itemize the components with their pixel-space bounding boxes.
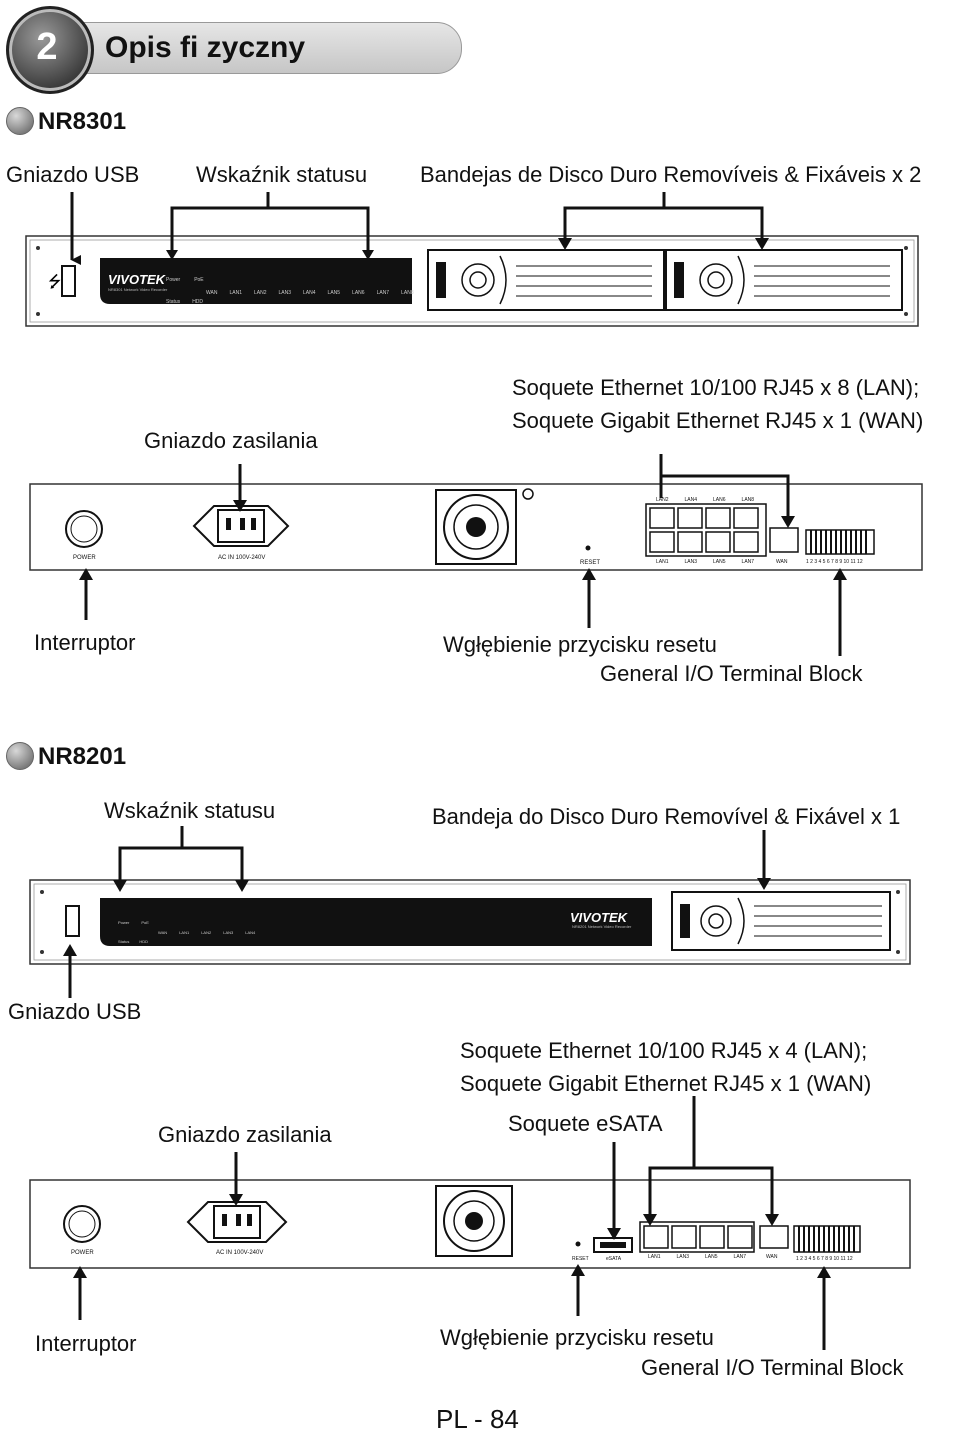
device-caption-nr8301: NR8301 Network Video Recorder: [108, 287, 168, 292]
io-terminal-block: [805, 529, 875, 555]
wan-text: WAN: [776, 559, 788, 565]
ethernet-label-line2-nr8201: Soquete Gigabit Ethernet RJ45 x 1 (WAN): [460, 1071, 872, 1096]
reset-text-nr8201: RESET: [572, 1256, 589, 1262]
status-led-panel: [100, 258, 412, 304]
rj45-wan-port: [769, 527, 799, 553]
section-bullet-icon: [6, 107, 34, 135]
led-bottom-labels-nr8201: Status HDD: [118, 939, 149, 944]
usb-port-label: Gniazdo USB: [6, 162, 140, 187]
lan-bottom-labels: LAN1 LAN3 LAN5 LAN7: [656, 559, 755, 565]
led-top-labels-nr8301: Power PoE: [166, 277, 204, 283]
usb-port-label-nr8201: Gniazdo USB: [8, 999, 142, 1024]
power-text-nr8201: POWER: [71, 1250, 94, 1256]
model-title-nr8301: NR8301: [38, 108, 127, 135]
esata-text: eSATA: [606, 1256, 622, 1262]
reset-button-label-nr8201: Wgłębienie przycisku resetu: [440, 1325, 714, 1350]
ac-in-text-nr8201: AC IN 100V-240V: [216, 1250, 264, 1256]
ac-in-text: AC IN 100V-240V: [218, 555, 266, 561]
chapter-number: 2: [36, 26, 58, 68]
power-switch-label: Interruptor: [34, 630, 136, 655]
chapter-title: Opis fi zyczny: [105, 31, 306, 64]
brand-logo-nr8201: VIVOTEK: [570, 910, 628, 925]
fan-icon: [435, 489, 517, 565]
wan-text-nr8201: WAN: [766, 1254, 778, 1260]
led-bottom-labels-nr8301: Status HDD: [166, 299, 204, 305]
reset-text: RESET: [580, 560, 601, 566]
model-title-nr8201: NR8201: [38, 743, 127, 770]
svg-text:⭍: ⭍: [48, 272, 61, 291]
fan-icon-nr8201: [435, 1185, 513, 1257]
led-top-labels-nr8201: Power PoE: [118, 920, 149, 925]
io-numbers: 1 2 3 4 5 6 7 8 9 10 11 12: [806, 559, 863, 565]
power-switch-label-nr8201: Interruptor: [35, 1331, 137, 1356]
ethernet-label-line1: Soquete Ethernet 10/100 RJ45 x 8 (LAN);: [512, 375, 920, 400]
power-text: POWER: [73, 555, 96, 561]
lan-top-labels: LAN2 LAN4 LAN6 LAN8: [656, 497, 755, 503]
reset-button-label: Wgłębienie przycisku resetu: [443, 632, 717, 657]
rj45-lan-block-nr8201: [639, 1221, 755, 1253]
usb-port-icon-nr8201: [65, 905, 80, 937]
ethernet-label-line1-nr8201: Soquete Ethernet 10/100 RJ45 x 4 (LAN);: [460, 1038, 868, 1063]
status-led-panel-nr8201: [100, 898, 652, 946]
device-caption-nr8201: NR8201 Network Video Recorder: [572, 924, 632, 929]
reset-hole-icon-nr8201: [575, 1241, 581, 1247]
io-terminal-block-nr8201: [793, 1225, 861, 1253]
ethernet-label-line2: Soquete Gigabit Ethernet RJ45 x 1 (WAN): [512, 408, 924, 433]
hdd-tray-label-nr8201: Bandeja do Disco Duro Removível & Fixáve…: [432, 804, 901, 829]
page-number: PL - 84: [436, 1404, 519, 1434]
io-numbers-nr8201: 1 2 3 4 5 6 7 8 9 10 11 12: [796, 1256, 853, 1262]
power-socket-label: Gniazdo zasilania: [144, 428, 318, 453]
chapter-number-badge: [6, 6, 94, 94]
brand-logo-nr8301: VIVOTEK: [108, 272, 166, 287]
io-terminal-label: General I/O Terminal Block: [600, 661, 863, 686]
reset-hole-icon: [585, 545, 591, 551]
status-indicator-label-nr8201: Wskaźnik statusu: [104, 798, 276, 823]
power-socket-label-nr8201: Gniazdo zasilania: [158, 1122, 332, 1147]
esata-socket-label: Soquete eSATA: [508, 1111, 663, 1136]
hdd-tray-nr8201: [671, 891, 891, 951]
rj45-wan-port-nr8201: [759, 1225, 789, 1249]
rj45-lan-block: [645, 503, 767, 557]
led-port-labels-nr8201: WAN LAN1 LAN2 LAN3 LAN4: [158, 930, 256, 935]
led-port-labels-nr8301: WAN LAN1 LAN2 LAN3 LAN4 LAN5 LAN6 LAN7 L…: [206, 290, 414, 296]
section-bullet-icon-nr8201: [6, 742, 34, 770]
io-terminal-label-nr8201: General I/O Terminal Block: [641, 1355, 904, 1380]
usb-port-icon: [61, 265, 76, 297]
hdd-tray-2: [665, 249, 903, 311]
hdd-tray-1: [427, 249, 665, 311]
chapter-header-bar: [40, 22, 462, 74]
lan-bottom-labels-nr8201: LAN1 LAN3 LAN5 LAN7: [648, 1254, 747, 1260]
status-indicator-label: Wskaźnik statusu: [196, 162, 368, 187]
hdd-tray-label: Bandejas de Disco Duro Removíveis & Fixá…: [420, 162, 922, 187]
